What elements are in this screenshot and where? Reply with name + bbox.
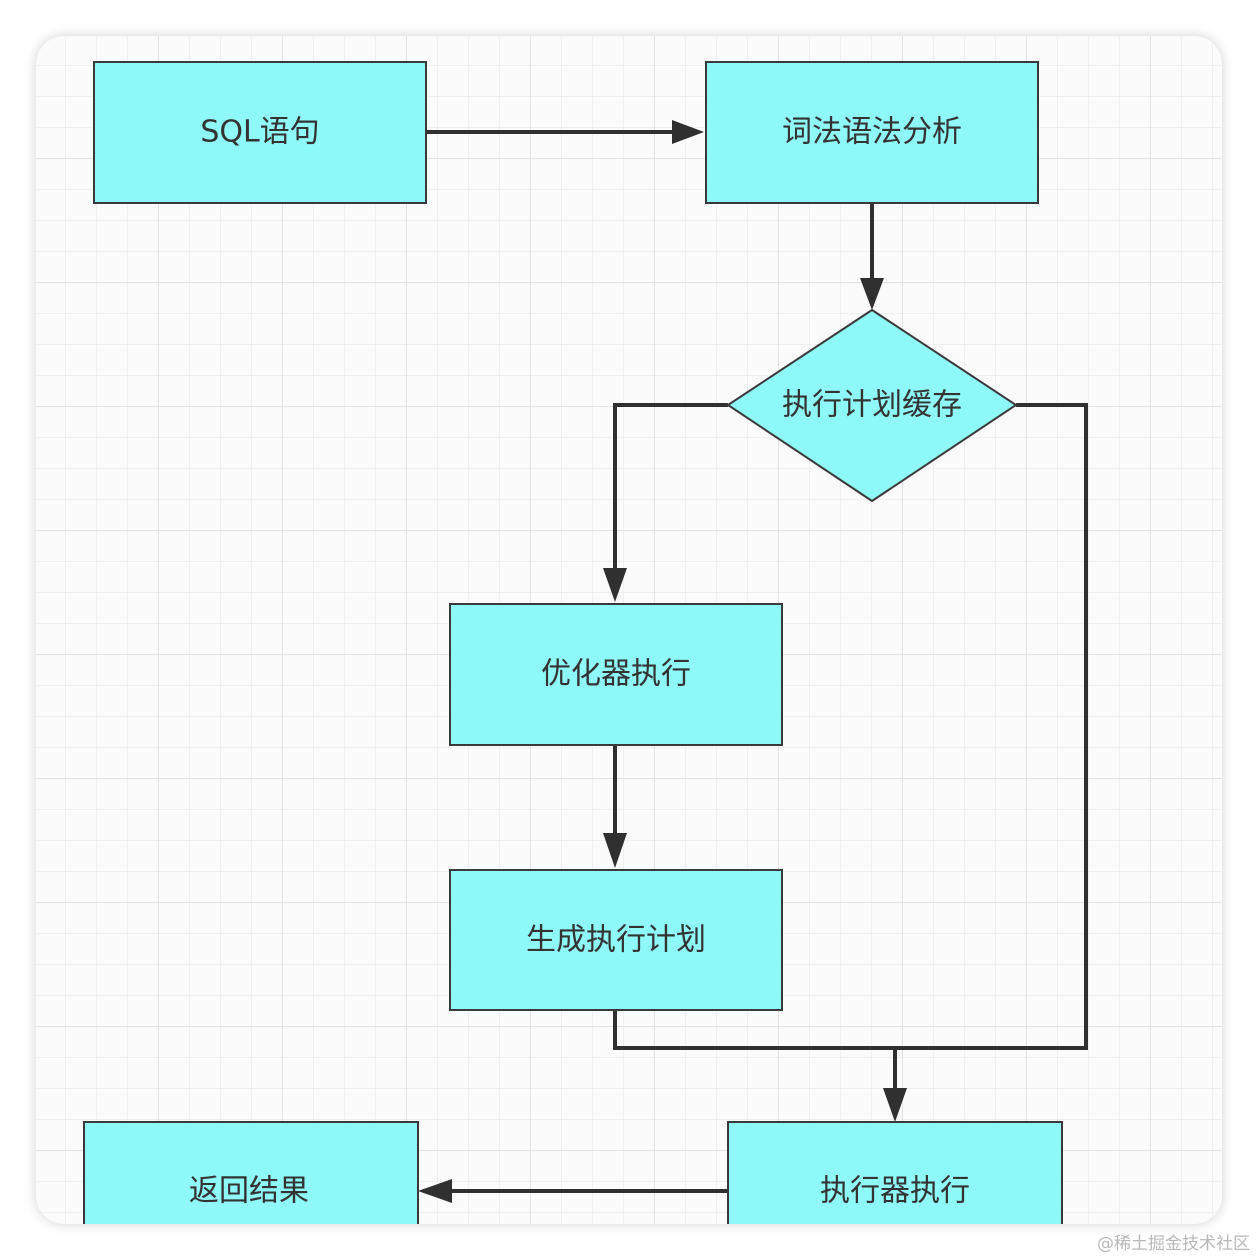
edge-cache-to-executor <box>895 403 1088 1050</box>
label-executor-execute: 执行器执行 <box>820 1174 970 1209</box>
watermark: @稀土掘金技术社区 <box>1097 1234 1250 1254</box>
node-execution-plan-cache <box>726 308 1018 503</box>
node-return-result <box>83 1121 419 1224</box>
node-sql-statement <box>93 61 427 204</box>
edge-cache-to-optimizer <box>613 403 728 571</box>
label-return-result: 返回结果 <box>189 1174 309 1209</box>
label-sql-statement: SQL语句 <box>200 115 319 150</box>
arrowhead-cache-to-optimizer <box>603 568 627 602</box>
diagram-canvas: SQL语句 词法语法分析 执行计划缓存 优化器执行 生成执行计划 返回结果 执行… <box>36 36 1222 1224</box>
arrowhead-executor-to-result <box>418 1179 452 1203</box>
node-executor-execute <box>727 1121 1063 1224</box>
arrowhead-analysis-to-cache <box>860 278 884 310</box>
node-lexical-syntax-analysis <box>705 61 1039 204</box>
flowchart: SQL语句 词法语法分析 执行计划缓存 优化器执行 生成执行计划 返回结果 执行… <box>83 61 1088 1224</box>
arrowhead-plan-to-executor <box>883 1088 907 1122</box>
arrowhead-optimizer-to-plan <box>603 833 627 868</box>
edge-plan-to-executor <box>613 1010 897 1092</box>
arrowhead-sql-to-analysis <box>672 120 704 144</box>
label-generate-execution-plan: 生成执行计划 <box>526 923 706 958</box>
label-lexical-syntax-analysis: 词法语法分析 <box>782 115 962 150</box>
label-optimizer-execute: 优化器执行 <box>541 657 691 692</box>
node-optimizer-execute <box>449 603 783 746</box>
label-execution-plan-cache: 执行计划缓存 <box>782 388 962 423</box>
node-generate-execution-plan <box>449 869 783 1011</box>
